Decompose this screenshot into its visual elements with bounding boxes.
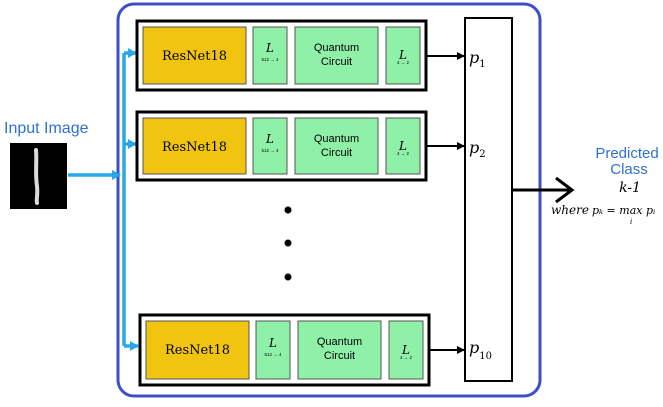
linear-layer-out xyxy=(385,26,421,85)
quantum-circuit-line2: Circuit xyxy=(321,56,352,68)
linear-layer-out xyxy=(385,117,421,175)
input-image-thumbnail xyxy=(10,143,67,209)
quantum-circuit-block xyxy=(294,26,379,85)
linear-layer-out-dims: 4 → 2 xyxy=(400,355,413,360)
predicted-class-expr: k-1 xyxy=(619,180,641,196)
linear-layer-out xyxy=(388,320,424,380)
linear-layer-in xyxy=(252,26,288,85)
linear-layer-out-dims: 4 → 2 xyxy=(397,60,410,65)
quantum-circuit-line1: Quantum xyxy=(317,336,362,348)
argmax-condition: pₖ = max pᵢ xyxy=(592,204,655,217)
linear-layer-out-symbol: L xyxy=(401,343,410,357)
resnet18-label: ResNet18 xyxy=(165,343,230,358)
linear-layer-in-symbol: L xyxy=(265,132,274,146)
linear-layer-in-dims: 512 → 4 xyxy=(264,352,282,357)
ellipsis-dots xyxy=(284,206,292,281)
linear-layer-in xyxy=(252,117,288,175)
predicted-label-line1: Predicted xyxy=(595,145,658,162)
pipeline-row-2: ResNet18 L 512 → 4 Quantum Circuit L 4 →… xyxy=(135,110,465,182)
quantum-circuit-line2: Circuit xyxy=(321,147,352,159)
linear-layer-in-dims: 512 → 4 xyxy=(261,57,279,62)
output-p1: p1 xyxy=(469,48,486,70)
quantum-circuit-line1: Quantum xyxy=(314,133,359,145)
resnet18-label: ResNet18 xyxy=(162,49,227,64)
argmax-column xyxy=(464,17,513,382)
argmax-condition-sub: i xyxy=(630,218,632,226)
linear-layer-in xyxy=(255,320,291,380)
quantum-circuit-line1: Quantum xyxy=(314,42,359,54)
predicted-label-line2: Class xyxy=(610,161,648,178)
quantum-circuit-block xyxy=(297,320,382,380)
final-output-arrow xyxy=(512,176,575,204)
where-word: where xyxy=(551,203,589,217)
resnet18-label: ResNet18 xyxy=(162,140,227,155)
model-frame xyxy=(116,2,542,398)
pipeline-row-1: ResNet18 L 512 → 4 Quantum Circuit L 4 →… xyxy=(135,19,465,92)
linear-layer-in-dims: 512 → 4 xyxy=(261,148,279,153)
output-p2: p2 xyxy=(469,138,486,160)
resnet18-block xyxy=(142,26,247,85)
linear-layer-in-symbol: L xyxy=(268,336,277,350)
pipeline-row-10: ResNet18 L 512 → 4 Quantum Circuit L 4 →… xyxy=(138,313,465,387)
quantum-circuit-block xyxy=(294,117,379,175)
linear-layer-out-symbol: L xyxy=(398,48,407,62)
resnet18-block xyxy=(142,117,247,175)
linear-layer-out-symbol: L xyxy=(398,139,407,153)
input-image-label: Input Image xyxy=(4,120,89,137)
output-p10: p10 xyxy=(469,338,492,362)
quantum-circuit-line2: Circuit xyxy=(324,350,355,362)
linear-layer-out-dims: 4 → 2 xyxy=(397,151,410,156)
linear-layer-in-symbol: L xyxy=(265,41,274,55)
resnet18-block xyxy=(145,320,250,380)
